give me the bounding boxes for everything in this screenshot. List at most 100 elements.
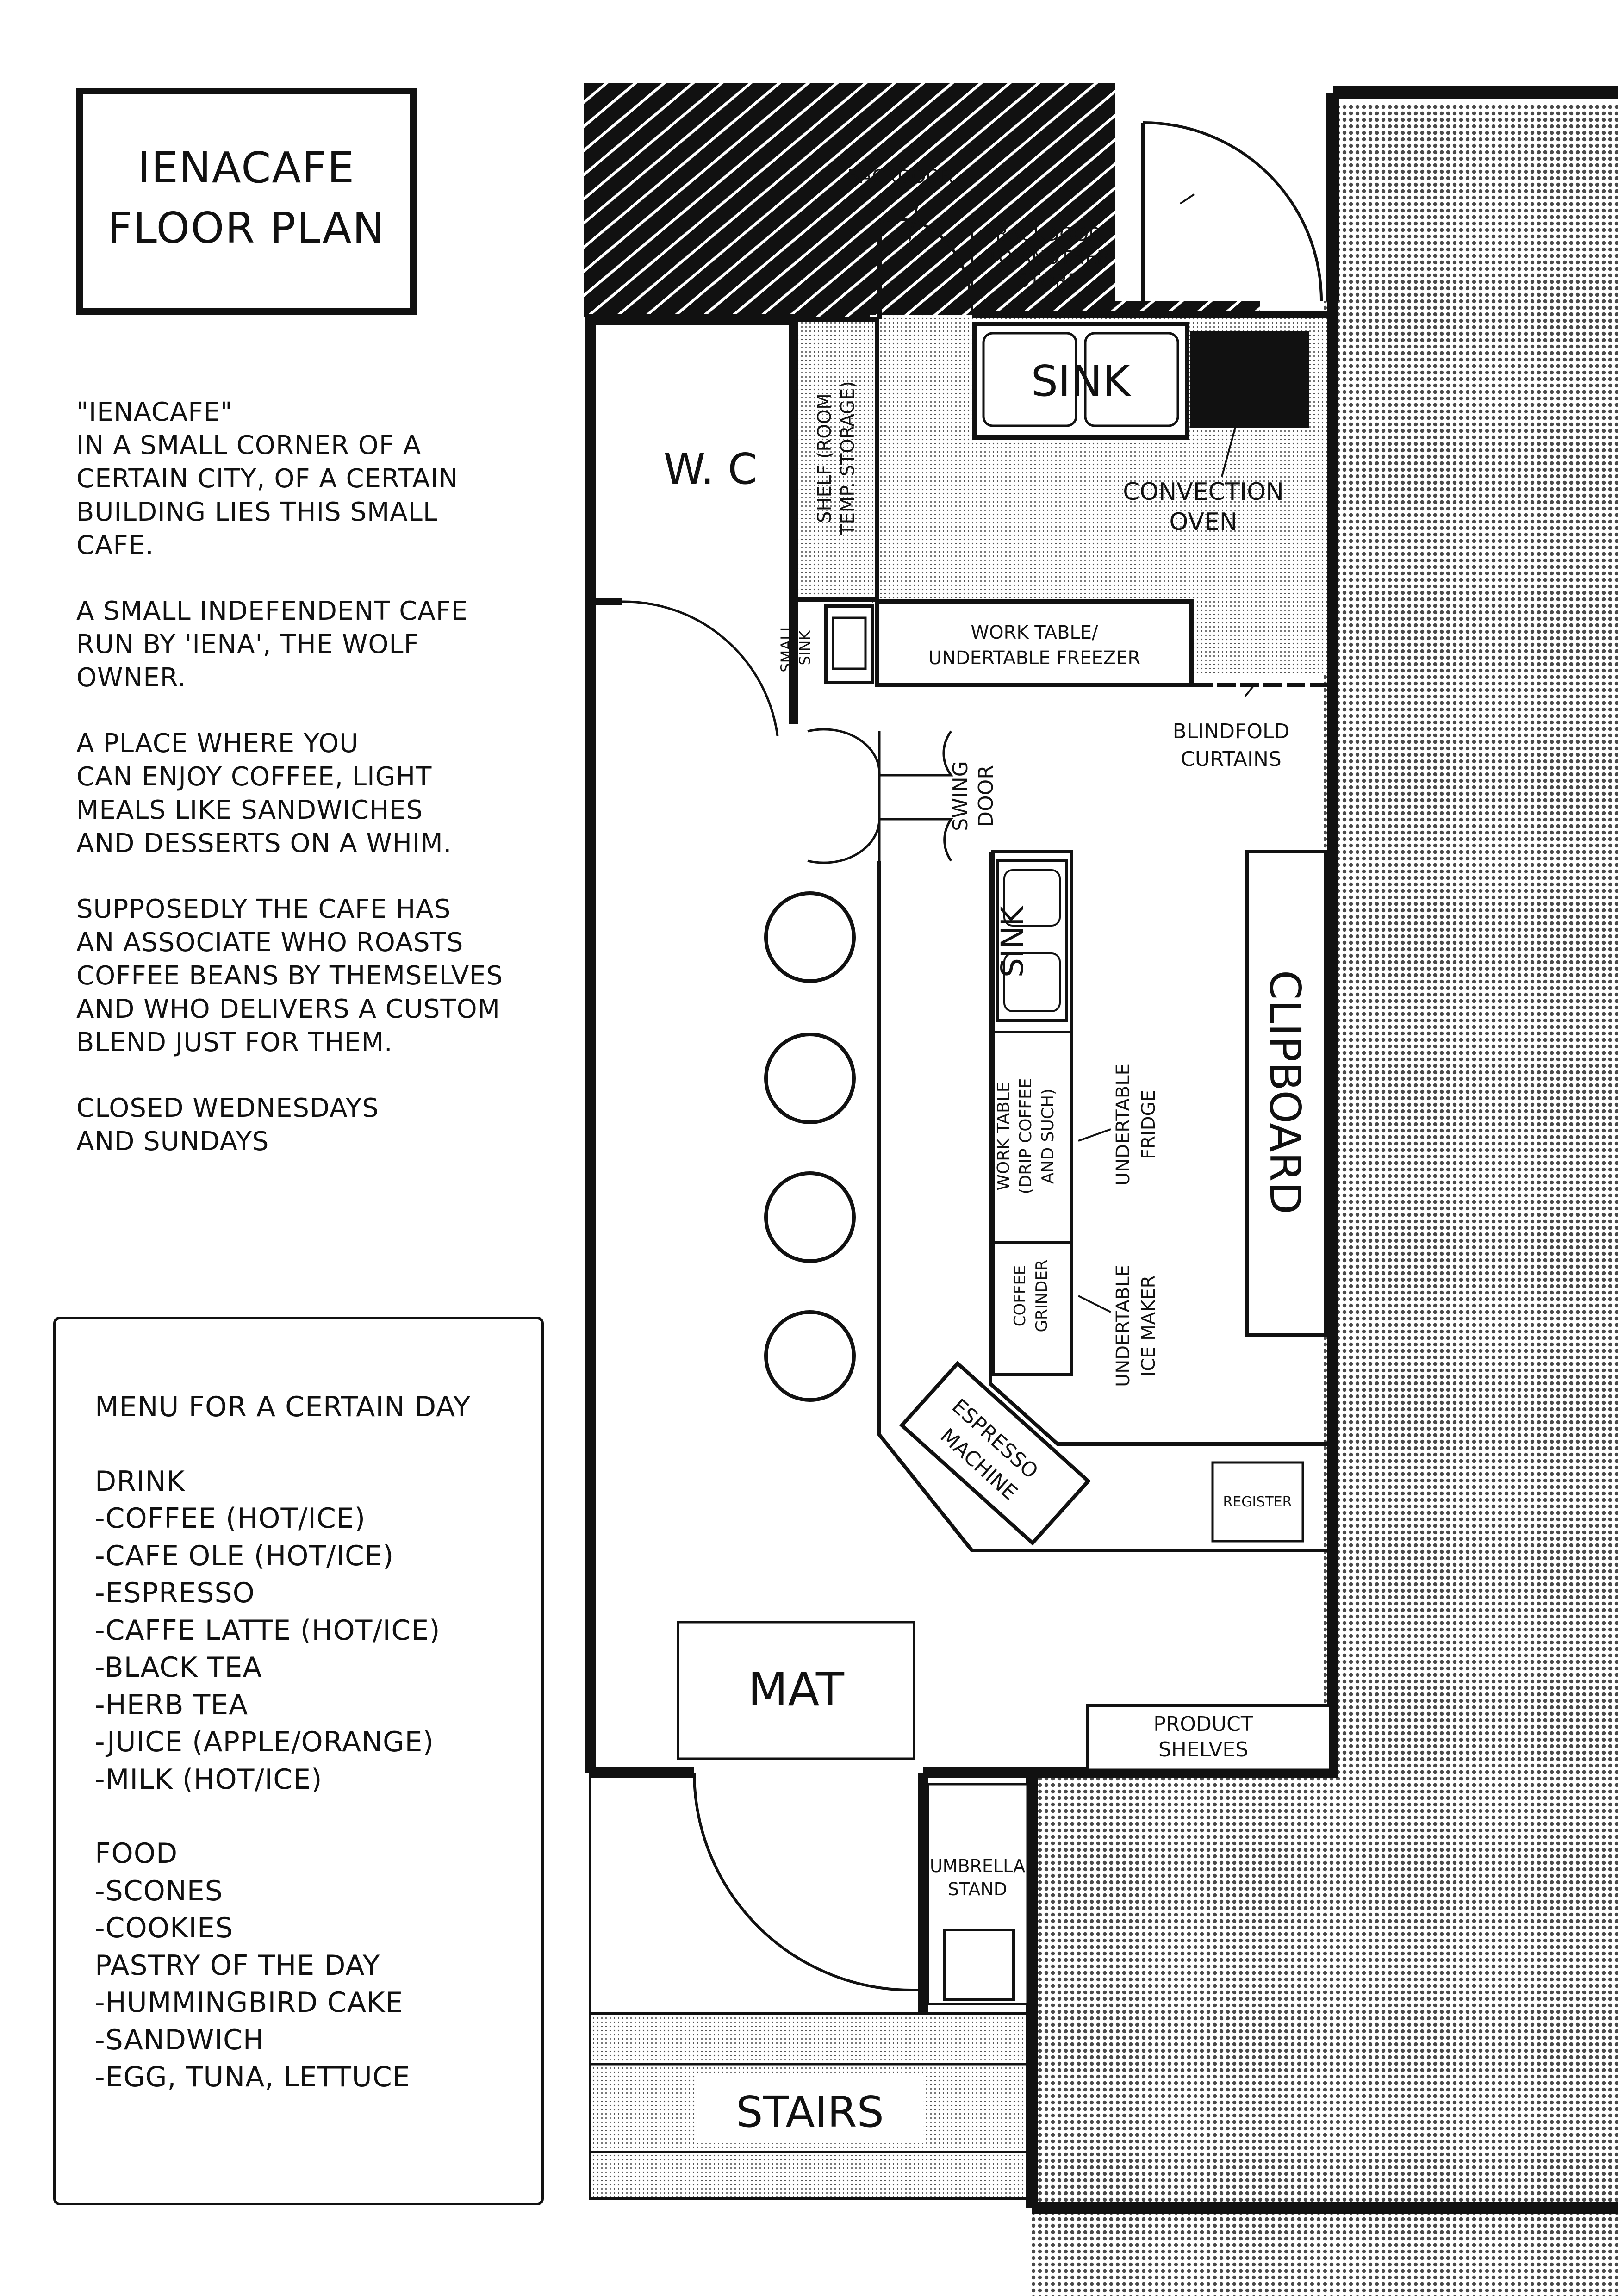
backdoor-other-label-2: TO ANOTHER [987,247,1110,268]
title-box: IENACAFE FLOOR PLAN [76,88,417,315]
fridge-label-2: FRIDGE [1138,1090,1159,1159]
stool-2 [764,1033,856,1124]
drip-table-label-2: (DRIP COFFEE [1016,1078,1035,1195]
fridge-label-1: UNDERTABLE [1113,1064,1134,1186]
intro-line: AND SUNDAYS [76,1126,269,1157]
swing-door-label-2: DOOR [974,765,998,827]
backdoor-other-label-1: BACKDOOR [995,224,1101,245]
page-title-line2: FLOOR PLAN [107,203,386,253]
blindfold-label-1: BLINDFOLD [1173,720,1290,743]
menu-item: -BLACK TEA [95,1651,262,1684]
work-table-label-2: UNDERTABLE FREEZER [928,647,1140,669]
menu-list: MENU FOR A CERTAIN DAY DRINK -COFFEE (HO… [95,1388,530,2096]
work-table-label-1: WORK TABLE/ [971,622,1098,643]
counter-sink-basin-1 [1003,869,1061,927]
intro-text: "IENACAFE" IN A SMALL CORNER OF A CERTAI… [76,396,539,1191]
intro-line: BUILDING LIES THIS SMALL [76,497,438,527]
backdoor-leader [909,199,920,241]
counter-outer [877,861,1333,1552]
menu-item: -ESPRESSO [95,1577,255,1609]
intro-line: A PLACE WHERE YOU [76,728,359,759]
swing-door-upper [807,728,953,777]
menu-box [53,1317,544,2205]
entrance-mat [677,1621,915,1760]
intro-paragraph-3: A PLACE WHERE YOU CAN ENJOY COFFEE, LIGH… [76,727,539,860]
intro-line: SUPPOSEDLY THE CAFE HAS [76,894,451,924]
umbrella-stand [943,1929,1015,2001]
intro-line: CAN ENJOY COFFEE, LIGHT [76,762,432,792]
grinder-label-1: COFFEE [1011,1265,1029,1327]
wall-right [1039,292,1338,1778]
wc-label: W. C [663,444,757,494]
menu-item: -COOKIES [95,1912,234,1944]
pastry-heading: PASTRY OF THE DAY [95,1949,380,1982]
counter-sink-basin-2 [1003,952,1061,1012]
stool-1 [764,891,856,983]
intro-line: AN ASSOCIATE WHO ROASTS [76,927,464,958]
backdoor-swing [879,218,974,315]
mat-label: MAT [748,1662,845,1717]
room-temp-shelf [791,317,879,602]
menu-item: -COFFEE (HOT/ICE) [95,1502,366,1535]
product-shelves-label-1: PRODUCT [1153,1712,1253,1736]
menu-item: -HUMMINGBIRD CAKE [95,1986,404,2019]
backdoor-other-leader [1179,193,1195,205]
wc-door-swing [622,600,779,736]
convection-oven-label-1: CONVECTION [1123,478,1284,506]
intro-line: CAFE. [76,530,154,560]
intro-line: AND WHO DELIVERS A CUSTOM [76,994,500,1024]
drink-heading: DRINK [95,1465,185,1498]
intro-line: RUN BY 'IENA', THE WOLF [76,629,419,660]
intro-paragraph-4: SUPPOSEDLY THE CAFE HAS AN ASSOCIATE WHO… [76,893,539,1059]
menu-item: -MILK (HOT/ICE) [95,1763,323,1796]
entrance-door-swing [693,1772,912,1991]
blindfold-label-2: CURTAINS [1181,747,1282,771]
ice-maker-leader [1078,1295,1111,1313]
intro-line: AND DESSERTS ON A WHIM. [76,828,452,859]
stairs-label: STAIRS [736,2087,884,2137]
intro-paragraph-5: CLOSED WEDNESDAYS AND SUNDAYS [76,1092,539,1158]
menu-item: -HERB TEA [95,1688,249,1721]
food-heading: FOOD [95,1837,178,1870]
shelf-label-1: SHELF (ROOM [814,393,835,523]
swing-door-label-1: SWING [949,761,972,831]
menu-item: -JUICE (APPLE/ORANGE) [95,1726,434,1758]
convection-oven-label-2: OVEN [1169,508,1237,536]
oven-leader [1221,425,1237,477]
convection-oven [1190,331,1309,428]
sink-basin-left [982,332,1077,427]
intro-paragraph-1: IN A SMALL CORNER OF A CERTAIN CITY, OF … [76,429,539,562]
ice-maker-label-2: ICE MAKER [1138,1276,1159,1377]
intro-paragraph-2: A SMALL INDEFENDENT CAFE RUN BY 'IENA', … [76,595,539,695]
drip-table-label-3: AND SUCH) [1039,1089,1058,1184]
intro-line: IN A SMALL CORNER OF A [76,430,422,460]
counter-inner [989,852,1333,1446]
grinder-label-2: GRINDER [1033,1260,1051,1332]
stairs-label-bg [697,2073,923,2143]
small-sink-label-1: SMALL [778,623,795,672]
product-shelves-label-2: SHELVES [1158,1738,1248,1761]
backdoor-other-area [1115,83,1333,301]
menu-item: -SANDWICH [95,2023,265,2056]
sink-label: SINK [1031,356,1132,406]
espresso-machine [899,1361,1091,1546]
intro-line: CLOSED WEDNESDAYS [76,1093,379,1123]
backdoor-other-label-3: STORE [1017,270,1079,292]
product-shelves [1086,1704,1332,1772]
menu-item: -CAFE OLE (HOT/ICE) [95,1539,394,1572]
umbrella-label-1: UMBRELLA [930,1856,1025,1876]
intro-line: COFFEE BEANS BY THEMSELVES [76,961,504,991]
intro-line: A SMALL INDEFENDENT CAFE [76,596,468,626]
menu-item: -CAFFE LATTE (HOT/ICE) [95,1614,441,1647]
menu-heading: MENU FOR A CERTAIN DAY [95,1391,471,1423]
work-table-freezer [875,599,1194,687]
backdoor-other-swing [1143,121,1323,301]
register [1211,1461,1304,1543]
small-sink-label-2: SINK [796,630,814,666]
umbrella-label-2: STAND [948,1879,1007,1899]
curtain-leader [1244,684,1255,697]
swing-door-lower [807,818,953,864]
drip-table-label-1: WORK TABLE [994,1082,1013,1190]
counter-sink-label: SINK [995,905,1030,977]
clipboard-label: CLIPBOARD [1260,970,1310,1214]
